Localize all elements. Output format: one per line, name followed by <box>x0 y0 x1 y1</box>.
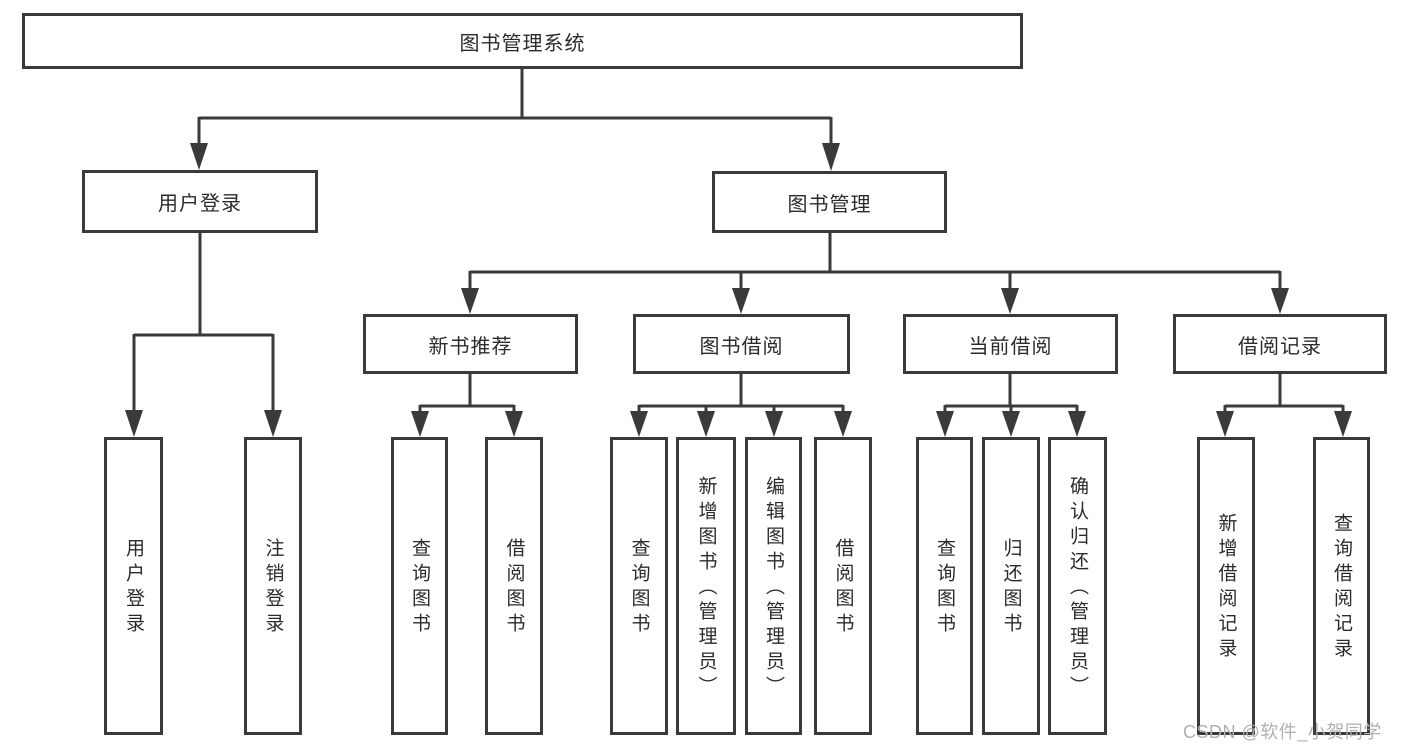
leaf-borrow-books: 借阅图书 <box>814 437 872 735</box>
csdn-watermark: CSDN @软件_小贺同学 <box>1183 722 1382 742</box>
leaf-confirm-return-admin: 确认归还（管理员） <box>1048 437 1107 735</box>
leaf-logout: 注销登录 <box>244 437 302 735</box>
leaf-return-books: 归还图书 <box>982 437 1040 735</box>
node-library-management-system: 图书管理系统 <box>22 13 1023 69</box>
node-borrowing-records: 借阅记录 <box>1173 314 1387 374</box>
node-new-book-recommendation: 新书推荐 <box>363 314 578 374</box>
node-user-login: 用户登录 <box>82 170 318 233</box>
leaf-add-books-admin: 新增图书（管理员） <box>676 437 736 735</box>
leaf-add-borrow-record: 新增借阅记录 <box>1197 437 1255 735</box>
leaf-query-books-current: 查询图书 <box>916 437 973 735</box>
node-current-borrowing: 当前借阅 <box>903 314 1118 374</box>
node-book-management: 图书管理 <box>712 171 947 233</box>
leaf-query-books-borrowing: 查询图书 <box>610 437 668 735</box>
leaf-query-books-recommendation: 查询图书 <box>391 437 448 735</box>
leaf-user-login: 用户登录 <box>104 437 163 735</box>
leaf-borrow-books-recommendation: 借阅图书 <box>485 437 543 735</box>
leaf-query-borrow-record: 查询借阅记录 <box>1313 437 1370 735</box>
node-book-borrowing: 图书借阅 <box>633 314 850 374</box>
leaf-edit-books-admin: 编辑图书（管理员） <box>745 437 802 735</box>
